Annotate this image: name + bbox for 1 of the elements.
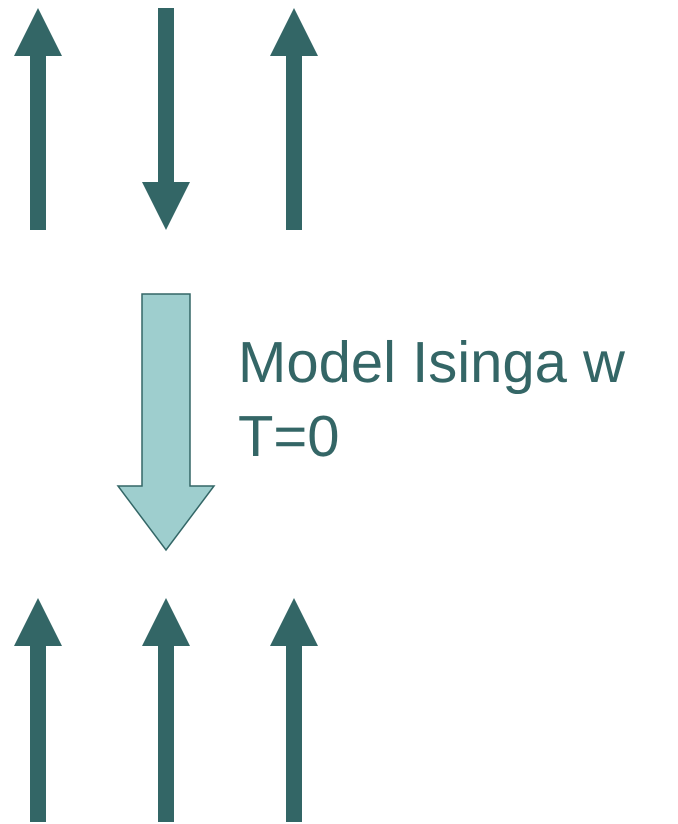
note-text: Model Isinga w T=0 [238, 329, 626, 471]
